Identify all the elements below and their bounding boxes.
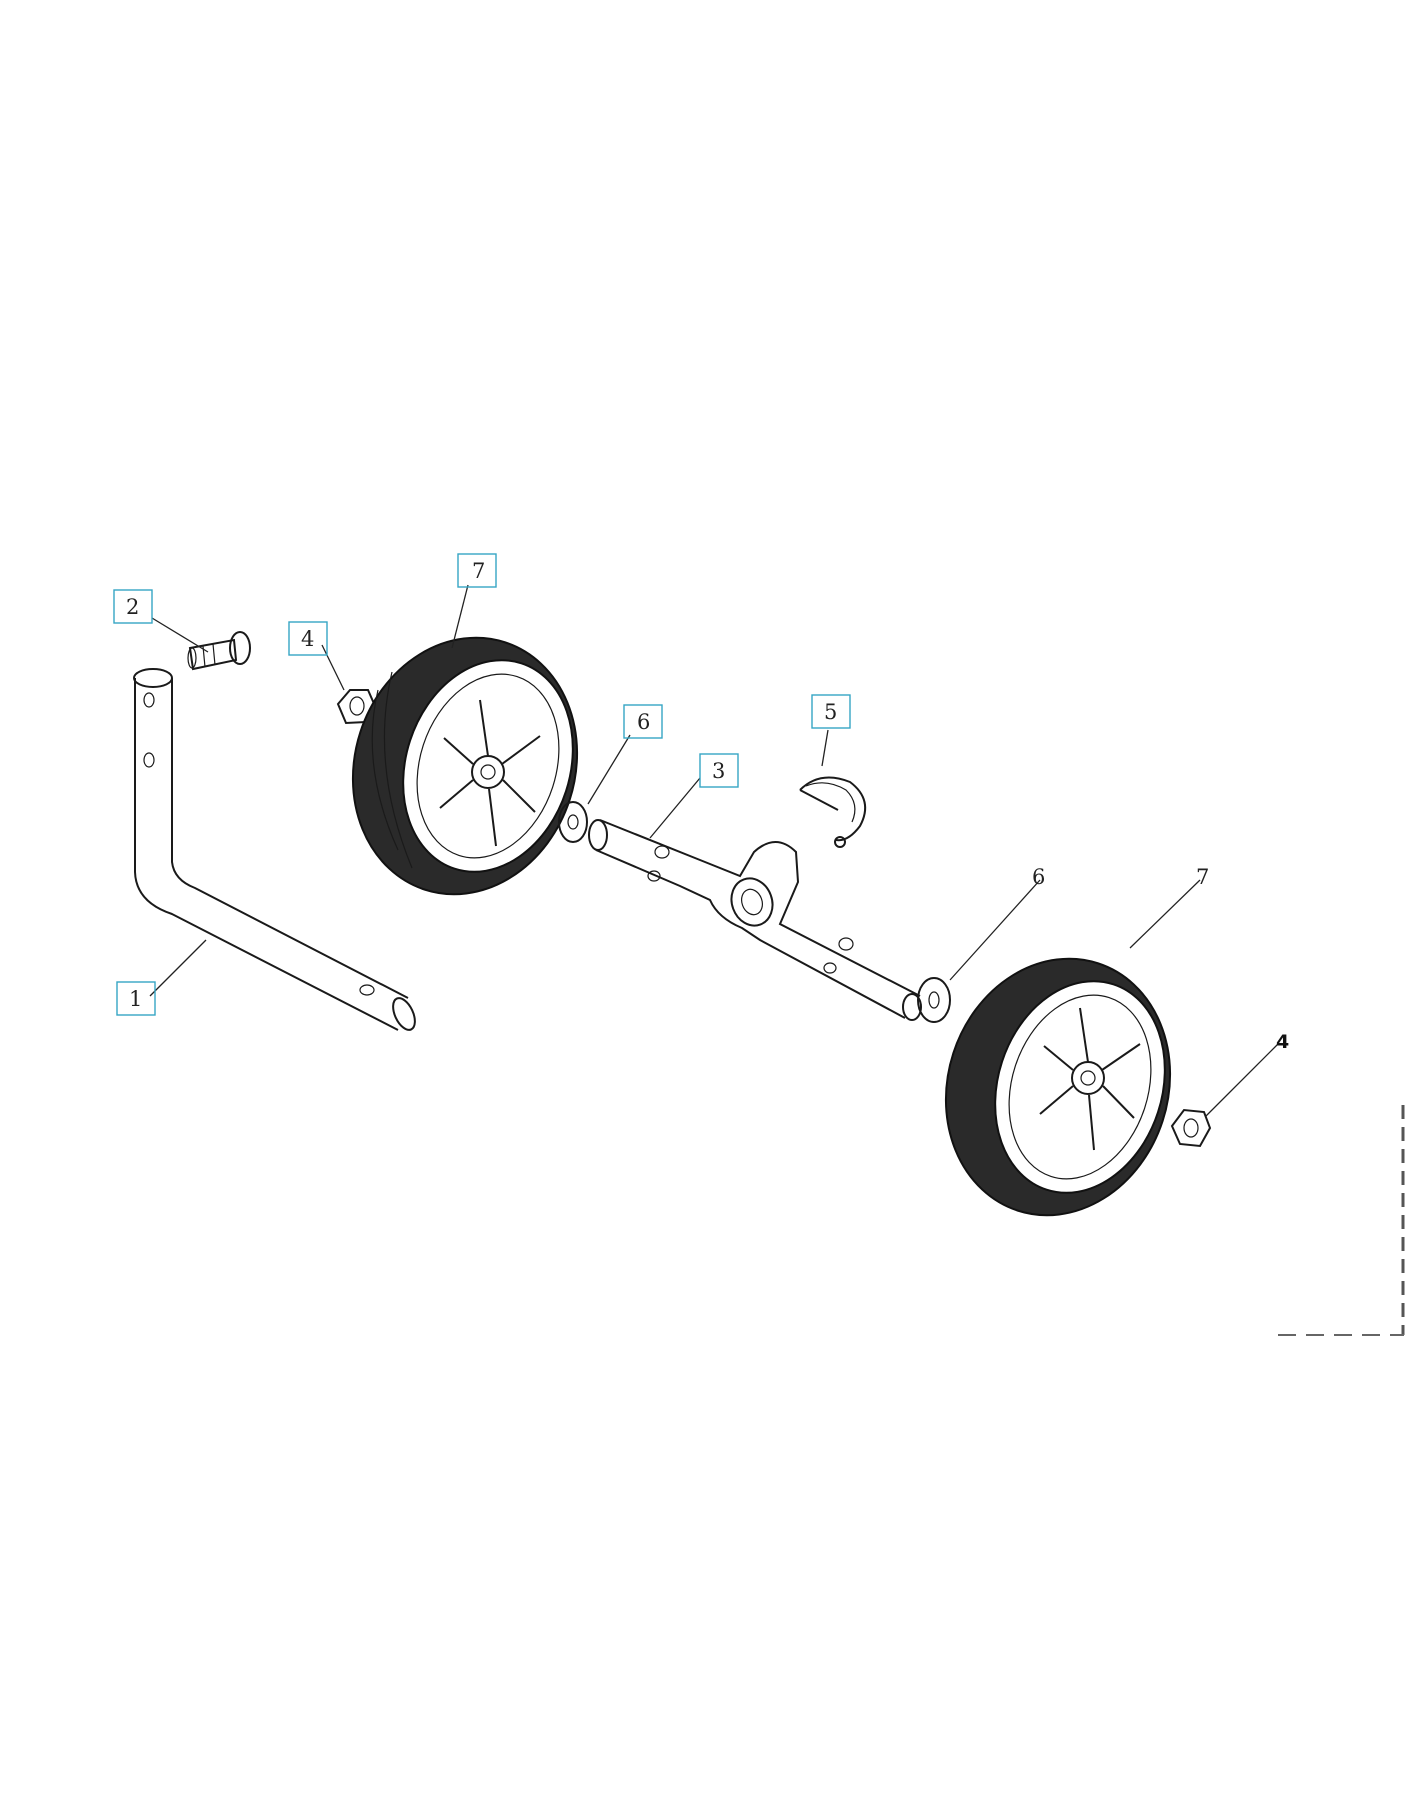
callout-4-right: 4 xyxy=(1276,1031,1289,1053)
callout-7-right: 7 xyxy=(1196,865,1209,889)
hairpin-clip xyxy=(800,778,865,848)
wheel-left xyxy=(320,608,610,923)
callout-6-left: 6 xyxy=(637,710,650,734)
wheel-right xyxy=(913,929,1203,1244)
leader-lines xyxy=(149,584,1279,1117)
callout-7-left: 7 xyxy=(472,559,485,583)
washer-right xyxy=(918,978,950,1022)
callout-4-left: 4 xyxy=(301,627,314,651)
callout-5: 5 xyxy=(824,700,837,724)
callout-labels: 2 4 7 6 3 5 6 7 4 1 xyxy=(126,559,1289,1053)
washer-left xyxy=(559,802,587,842)
scan-edge-marks xyxy=(1278,1105,1405,1336)
hex-nut-right xyxy=(1172,1110,1210,1146)
callout-1: 1 xyxy=(129,987,142,1011)
callout-6-right: 6 xyxy=(1032,865,1045,889)
callout-3: 3 xyxy=(712,759,725,783)
axle-bracket xyxy=(589,820,921,1020)
callout-boxes xyxy=(113,553,851,1016)
flange-bolt xyxy=(188,632,250,669)
callout-2: 2 xyxy=(126,595,139,619)
handle-tube xyxy=(134,669,419,1033)
